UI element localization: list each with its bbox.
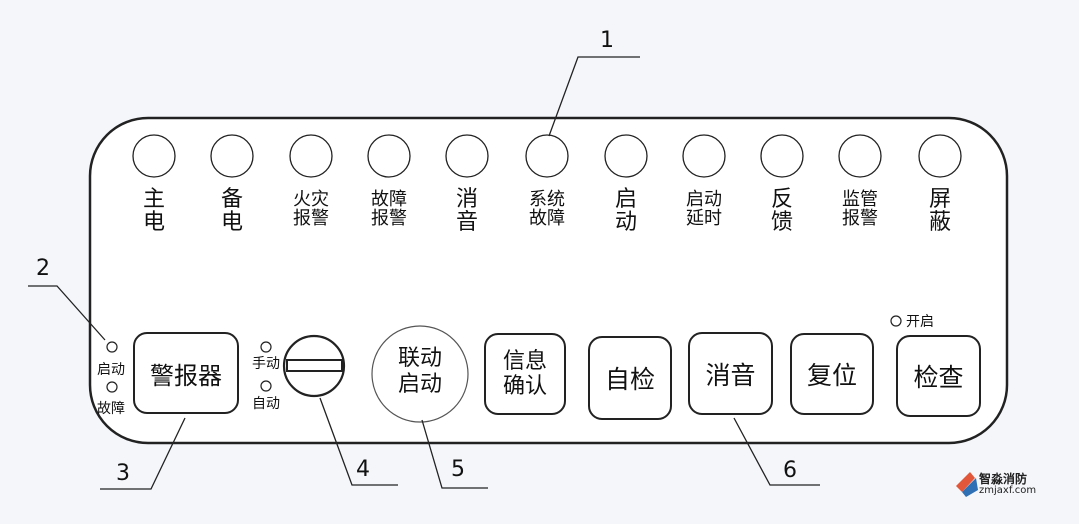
mute-label: 消音 <box>705 360 756 390</box>
indicator-label-line-2: 馈 <box>770 210 793 236</box>
indicator-light <box>132 134 176 178</box>
indicator-label-line-2: 延时 <box>686 207 722 229</box>
indicator-light <box>682 134 726 178</box>
info-confirm-label-2: 确认 <box>502 374 547 399</box>
logo-mark <box>956 472 978 497</box>
indicator-label: 系统故障 <box>517 189 577 229</box>
indicator-label: 备电 <box>202 188 262 234</box>
indicator-label: 消音 <box>437 188 497 234</box>
alarm-fault-led <box>106 381 118 393</box>
indicator-light <box>367 134 411 178</box>
info-confirm-label-1: 信息 <box>502 348 547 374</box>
reset-label: 复位 <box>806 361 857 390</box>
indicator-label-line-1: 火灾 <box>293 189 329 210</box>
indicator-label-line-2: 报警 <box>371 207 407 229</box>
indicator-label-line-1: 反 <box>770 187 793 212</box>
indicator-light <box>760 134 804 178</box>
link-start-label-2: 启动 <box>397 372 442 398</box>
indicator-label: 启动 <box>596 188 656 234</box>
callout-2: 2 <box>36 256 50 281</box>
indicator-light <box>838 134 882 178</box>
callout-lines <box>28 56 820 490</box>
indicator-light <box>525 134 569 178</box>
indicator-lights <box>132 134 962 178</box>
indicator-label: 火灾报警 <box>281 189 341 229</box>
check-led-label: 开启 <box>906 314 934 330</box>
indicator-label: 反馈 <box>752 188 812 234</box>
indicator-label: 启动延时 <box>674 189 734 229</box>
logo-url: zmjaxf.com <box>979 485 1037 496</box>
callout-3: 3 <box>116 461 130 486</box>
indicator-label-line-2: 报警 <box>842 207 878 229</box>
check-button[interactable]: 检查 <box>896 335 981 417</box>
self-test-button[interactable]: 自检 <box>588 336 672 420</box>
logo: 智淼消防 zmjaxf.com <box>954 470 1074 500</box>
check-label: 检查 <box>913 363 964 392</box>
callout-5: 5 <box>451 457 465 482</box>
indicator-light <box>289 134 333 178</box>
link-start-label-1: 联动 <box>397 346 442 371</box>
link-start-button[interactable]: 联动 启动 <box>372 346 468 399</box>
indicator-label-line-1: 屏 <box>928 187 951 212</box>
indicator-light <box>918 134 962 178</box>
indicator-label-line-2: 蔽 <box>928 210 951 236</box>
alarm-start-led <box>106 341 118 353</box>
indicator-label-line-2: 动 <box>614 210 637 236</box>
indicator-label: 监管报警 <box>830 189 890 229</box>
indicator-label-line-1: 故障 <box>371 189 407 210</box>
key-manual-label: 手动 <box>252 356 280 372</box>
reset-button[interactable]: 复位 <box>790 333 874 415</box>
indicator-light <box>445 134 489 178</box>
indicator-label-line-2: 电 <box>220 210 243 236</box>
indicator-label-line-2: 音 <box>455 210 478 236</box>
key-auto-led <box>260 380 272 392</box>
indicator-label-line-1: 系统 <box>529 189 565 210</box>
indicator-label-line-1: 启动 <box>686 189 722 210</box>
indicator-label-line-2: 电 <box>142 210 165 236</box>
indicator-label-line-1: 监管 <box>842 189 878 210</box>
alarm-fault-label: 故障 <box>97 401 125 417</box>
alarm-button[interactable]: 警报器 <box>133 332 239 414</box>
key-auto-label: 自动 <box>252 396 280 412</box>
callout-6: 6 <box>783 458 797 483</box>
alarm-button-label: 警报器 <box>150 361 222 390</box>
link-start-button-ring[interactable] <box>371 325 469 423</box>
indicator-light <box>210 134 254 178</box>
indicator-light <box>604 134 648 178</box>
key-switch[interactable] <box>282 334 346 398</box>
callout-4: 4 <box>356 457 370 482</box>
mute-button[interactable]: 消音 <box>688 332 773 415</box>
indicator-label-line-1: 启 <box>614 187 637 212</box>
indicator-label-line-2: 报警 <box>293 207 329 229</box>
self-test-label: 自检 <box>604 365 655 394</box>
alarm-start-label: 启动 <box>97 362 125 378</box>
indicator-label-line-1: 主 <box>142 187 165 212</box>
logo-name: 智淼消防 <box>979 472 1028 486</box>
indicator-label-line-2: 故障 <box>529 207 565 229</box>
key-manual-led <box>260 341 272 353</box>
indicator-label: 故障报警 <box>359 189 419 229</box>
indicator-label-line-1: 备 <box>220 187 243 212</box>
callout-1: 1 <box>600 28 614 53</box>
indicator-label-line-1: 消 <box>455 187 478 212</box>
info-confirm-button[interactable]: 信息 确认 <box>484 333 566 415</box>
indicator-label: 主电 <box>124 188 184 234</box>
indicator-label: 屏蔽 <box>910 188 970 234</box>
check-led <box>890 315 902 327</box>
